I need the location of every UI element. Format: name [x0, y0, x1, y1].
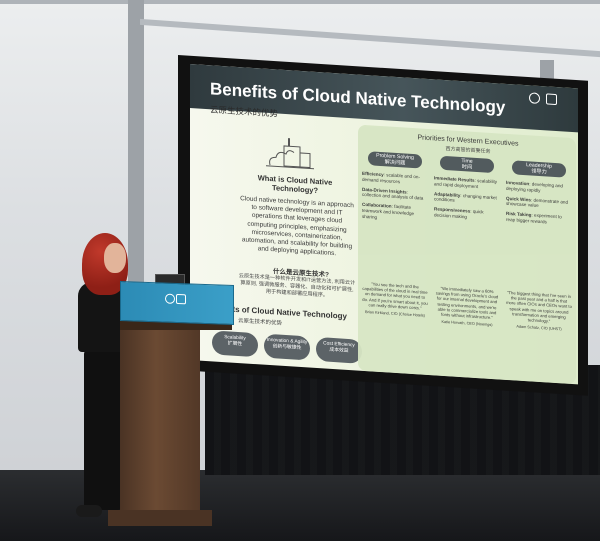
podium-base — [108, 510, 212, 526]
projection-screen: Benefits of Cloud Native Technology 云原生技… — [190, 64, 578, 385]
speaker-shoe — [76, 505, 102, 517]
priorities-panel: Priorities for Western Executives 西方高管的首… — [358, 124, 576, 385]
priority-item: Collaboration: facilitate teamwork and k… — [362, 202, 415, 220]
left-column: What is Cloud Native Technology? Cloud n… — [208, 125, 362, 364]
column-pill: Problem Solving 解决问题 — [368, 151, 422, 169]
priority-item: Quick Wins: demonstrate and showcase val… — [506, 195, 569, 209]
podium-sign — [120, 281, 234, 325]
benefit-pill-scalability: Scalability 扩展性 — [212, 330, 258, 358]
executive-quote: "The biggest thing that I've seen in the… — [506, 290, 572, 334]
definition-paragraph-en: Cloud native technology is an approach t… — [240, 195, 354, 258]
priority-item: Adaptability: changing market conditions — [434, 190, 497, 204]
podium — [120, 320, 200, 516]
partner-logo-icon — [176, 293, 187, 305]
speaker-face — [104, 243, 126, 273]
priority-item: Risk Taking: experiment to reap bigger r… — [506, 211, 562, 225]
priority-item: Efficiency: scalable and on-demand resou… — [362, 170, 420, 185]
quote-attribution: Adam Schatz, CIO (UHST) — [516, 324, 562, 332]
column-pill: Time 时间 — [440, 155, 494, 174]
priority-column-leadership: Leadership 领导力 Innovation: developing an… — [506, 160, 572, 231]
sponsor-logos — [528, 91, 572, 124]
oracle-logo-icon — [165, 293, 175, 304]
quote-text: "The biggest thing that I've seen in the… — [506, 289, 572, 324]
benefit-pill-cost: Cost Efficiency 成本效益 — [316, 336, 362, 364]
quote-text: "We immediately saw a 60% savings from u… — [435, 285, 499, 321]
priority-item: Responsiveness: quick decision making — [434, 206, 484, 220]
quote-text: "You see the tech and the capabilities o… — [362, 281, 428, 311]
oracle-logo-icon — [529, 92, 540, 105]
partner-logo-icon — [546, 93, 558, 106]
podium-shelf — [120, 320, 232, 330]
cloud-building-illustration-icon — [266, 138, 314, 170]
priority-item-text: collection and analysis of data — [362, 192, 424, 202]
quote-attribution: Brian Kirkland, CIO (Choice Hotels) — [365, 310, 425, 318]
priority-item: Innovation: developing and deploying rap… — [506, 179, 563, 193]
benefits-heading-cn: 云原生技术的优势 — [238, 318, 283, 327]
ceiling-beam — [0, 0, 600, 4]
priority-column-problem-solving: Problem Solving 解决问题 Efficiency: scalabl… — [362, 151, 428, 228]
executive-quote: "You see the tech and the capabilities o… — [362, 281, 428, 319]
priority-column-time: Time 时间 Immediate Results: scalability a… — [434, 155, 500, 226]
column-pill: Leadership 领导力 — [512, 160, 566, 178]
podium-logo — [165, 293, 187, 307]
benefit-pill-innovation: Innovation & Agility 创新与敏捷性 — [264, 333, 310, 361]
truss-column-left — [128, 0, 144, 300]
question-heading-en: What is Cloud Native Technology? — [257, 173, 333, 196]
quote-attribution: Katie Horvath, CEO (Noemgs) — [441, 320, 493, 328]
priority-item: Data-Driven Insights: collection and ana… — [362, 186, 424, 202]
speaker-legs — [84, 350, 122, 510]
priority-item: Immediate Results: scalability and rapid… — [434, 175, 498, 189]
executive-quote: "We immediately saw a 60% savings from u… — [434, 285, 500, 329]
